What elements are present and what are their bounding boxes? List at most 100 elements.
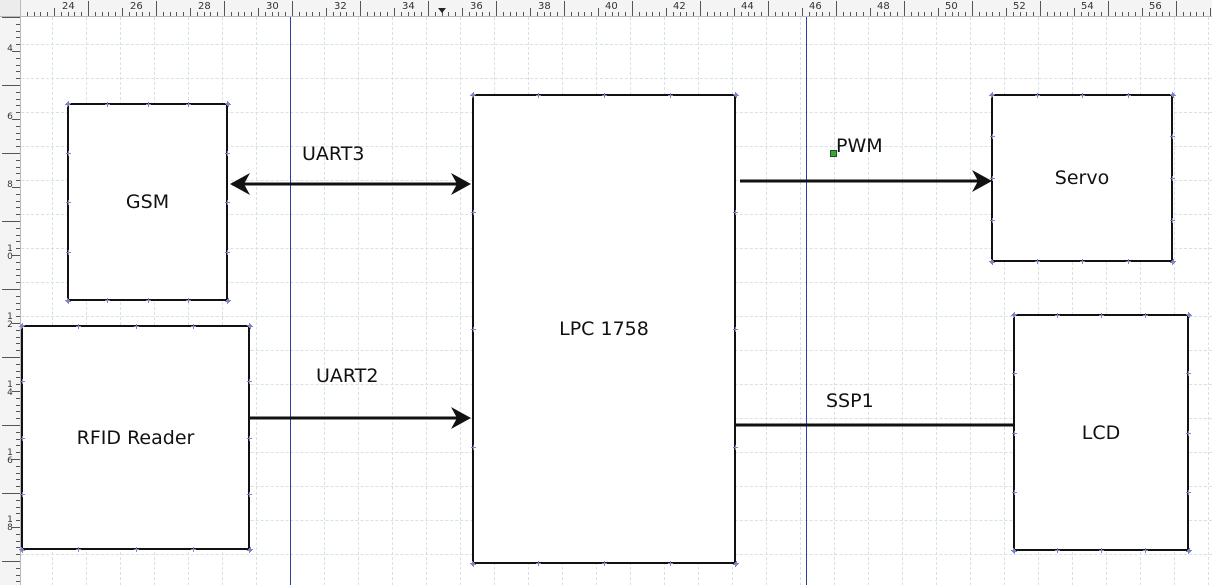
connection-point-icon[interactable] xyxy=(247,548,252,553)
connection-point-icon[interactable] xyxy=(20,548,25,553)
connection-point-icon[interactable] xyxy=(226,298,231,303)
connection-point-icon[interactable] xyxy=(668,561,673,566)
connection-point-icon[interactable] xyxy=(1011,313,1016,318)
selection-handle-icon[interactable] xyxy=(830,150,837,157)
connection-point-icon[interactable] xyxy=(990,176,995,181)
connection-point-icon[interactable] xyxy=(247,492,252,497)
connection-point-icon[interactable] xyxy=(1099,313,1104,318)
connection-point-icon[interactable] xyxy=(1126,93,1131,98)
connection-point-icon[interactable] xyxy=(225,250,230,255)
connection-point-icon[interactable] xyxy=(146,298,151,303)
pwm-label[interactable]: PWM xyxy=(836,135,883,157)
connection-point-icon[interactable] xyxy=(66,299,71,304)
connection-point-icon[interactable] xyxy=(1012,371,1017,376)
vertical-guide-line[interactable] xyxy=(806,17,807,585)
connection-point-icon[interactable] xyxy=(225,151,230,156)
connection-point-icon[interactable] xyxy=(191,324,196,329)
connection-point-icon[interactable] xyxy=(1186,490,1191,495)
connection-point-icon[interactable] xyxy=(1055,313,1060,318)
vertical-guide-line[interactable] xyxy=(290,17,291,585)
ssp1-label[interactable]: SSP1 xyxy=(826,390,874,412)
connection-point-icon[interactable] xyxy=(65,298,70,303)
connection-point-icon[interactable] xyxy=(20,379,25,384)
connection-point-icon[interactable] xyxy=(733,327,738,332)
connection-point-icon[interactable] xyxy=(66,200,71,205)
connection-point-icon[interactable] xyxy=(1186,549,1191,554)
connection-point-icon[interactable] xyxy=(20,436,25,441)
connection-point-icon[interactable] xyxy=(1080,259,1085,264)
connection-point-icon[interactable] xyxy=(1126,259,1131,264)
uart2-label[interactable]: UART2 xyxy=(316,365,379,387)
connection-point-icon[interactable] xyxy=(247,379,252,384)
connection-point-icon[interactable] xyxy=(1170,260,1175,265)
connection-point-icon[interactable] xyxy=(19,324,24,329)
connection-point-icon[interactable] xyxy=(66,101,71,106)
connection-point-icon[interactable] xyxy=(186,298,191,303)
connection-point-icon[interactable] xyxy=(1170,218,1175,223)
connection-point-icon[interactable] xyxy=(989,93,994,98)
connection-point-icon[interactable] xyxy=(536,93,541,98)
connection-point-icon[interactable] xyxy=(734,561,739,566)
connection-point-icon[interactable] xyxy=(602,93,607,98)
connection-point-icon[interactable] xyxy=(1055,548,1060,553)
connection-point-icon[interactable] xyxy=(191,547,196,552)
connection-point-icon[interactable] xyxy=(733,445,738,450)
connection-point-icon[interactable] xyxy=(76,547,81,552)
connection-point-icon[interactable] xyxy=(990,134,995,139)
connection-point-icon[interactable] xyxy=(990,92,995,97)
connection-point-icon[interactable] xyxy=(990,218,995,223)
connection-point-icon[interactable] xyxy=(1011,548,1016,553)
connection-point-icon[interactable] xyxy=(470,561,475,566)
connection-point-icon[interactable] xyxy=(20,492,25,497)
connection-point-icon[interactable] xyxy=(1186,312,1191,317)
connection-point-icon[interactable] xyxy=(471,562,476,567)
connection-point-icon[interactable] xyxy=(602,561,607,566)
connection-point-icon[interactable] xyxy=(247,436,252,441)
connection-point-icon[interactable] xyxy=(105,298,110,303)
connection-point-icon[interactable] xyxy=(733,92,738,97)
connection-point-icon[interactable] xyxy=(76,324,81,329)
connection-point-icon[interactable] xyxy=(1170,176,1175,181)
connection-point-icon[interactable] xyxy=(1012,431,1017,436)
connection-point-icon[interactable] xyxy=(19,547,24,552)
connection-point-icon[interactable] xyxy=(1099,548,1104,553)
connection-point-icon[interactable] xyxy=(1187,548,1192,553)
connection-point-icon[interactable] xyxy=(1187,313,1192,318)
connection-point-icon[interactable] xyxy=(225,101,230,106)
connection-point-icon[interactable] xyxy=(66,151,71,156)
uart3-label[interactable]: UART3 xyxy=(302,143,365,165)
connection-point-icon[interactable] xyxy=(226,102,231,107)
connection-point-icon[interactable] xyxy=(134,324,139,329)
connection-point-icon[interactable] xyxy=(1170,134,1175,139)
connection-point-icon[interactable] xyxy=(1171,93,1176,98)
connection-point-icon[interactable] xyxy=(186,102,191,107)
connection-point-icon[interactable] xyxy=(20,323,25,328)
connection-point-icon[interactable] xyxy=(248,324,253,329)
connection-point-icon[interactable] xyxy=(470,93,475,98)
connection-point-icon[interactable] xyxy=(1080,93,1085,98)
connection-point-icon[interactable] xyxy=(990,260,995,265)
connection-point-icon[interactable] xyxy=(471,210,476,215)
connection-point-icon[interactable] xyxy=(733,210,738,215)
connection-point-icon[interactable] xyxy=(134,547,139,552)
connection-point-icon[interactable] xyxy=(1012,549,1017,554)
connection-point-icon[interactable] xyxy=(146,102,151,107)
connection-point-icon[interactable] xyxy=(1012,490,1017,495)
connection-point-icon[interactable] xyxy=(1035,93,1040,98)
connection-point-icon[interactable] xyxy=(989,259,994,264)
connection-point-icon[interactable] xyxy=(225,200,230,205)
connection-point-icon[interactable] xyxy=(471,92,476,97)
gsm-block[interactable]: GSM xyxy=(67,103,228,301)
connection-point-icon[interactable] xyxy=(105,102,110,107)
connection-point-icon[interactable] xyxy=(247,323,252,328)
connection-point-icon[interactable] xyxy=(471,327,476,332)
connection-point-icon[interactable] xyxy=(248,547,253,552)
connection-point-icon[interactable] xyxy=(1170,92,1175,97)
connection-point-icon[interactable] xyxy=(536,561,541,566)
connection-point-icon[interactable] xyxy=(66,250,71,255)
connection-point-icon[interactable] xyxy=(471,445,476,450)
connection-point-icon[interactable] xyxy=(734,93,739,98)
horizontal-ruler[interactable]: 24 26 28 30 32 34 36 38 40 42 44 46 48 5… xyxy=(0,0,1212,17)
connection-point-icon[interactable] xyxy=(1143,313,1148,318)
